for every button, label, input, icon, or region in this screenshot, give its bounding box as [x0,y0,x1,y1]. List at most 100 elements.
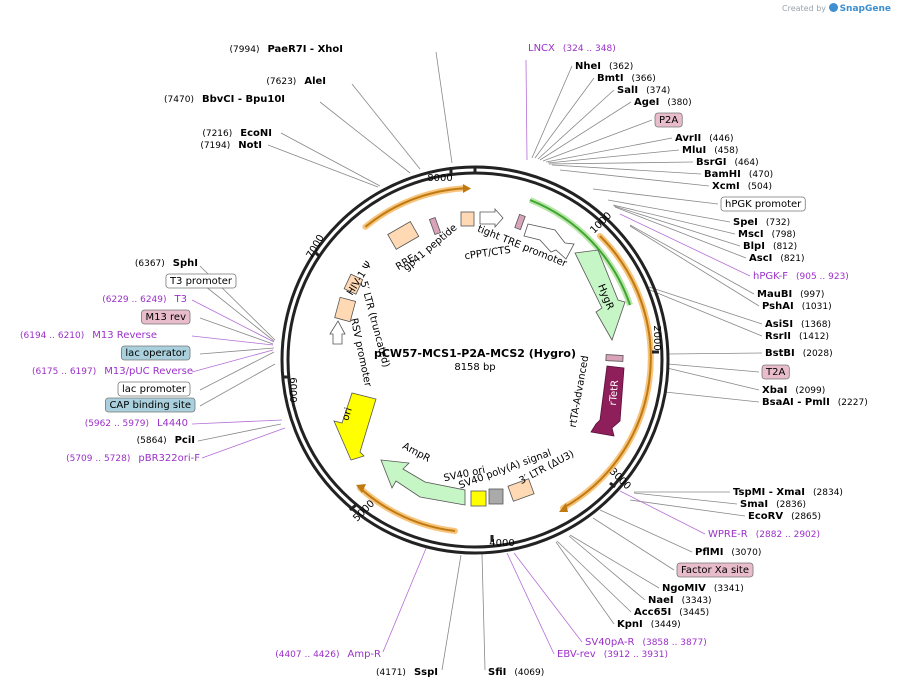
feature-tag-t2a: T2A [765,367,785,378]
feature-ori-arrow [333,392,377,461]
feature-tag-factor-xa-site: Factor Xa site [681,565,749,576]
primer-l4440: L4440 [157,418,188,429]
leader-line [506,552,555,655]
leader-line [351,83,421,170]
enzyme-coord: (4171) [376,668,406,678]
leader-line [548,161,694,165]
leader-line [592,517,675,571]
primer-wpre-r: WPRE-R [708,529,748,540]
enzyme-site-pcii: PciI [175,435,195,446]
primer-pbr322ori-f: pBR322ori-F [138,453,200,464]
leader-line [612,204,736,235]
feature-tag-p2a: P2A [659,115,678,126]
primer-coord: (905 .. 923) [796,272,849,282]
leader-line [199,317,274,345]
feature-sv40ori-box [488,488,504,505]
brand-prefix: Created by [782,4,827,13]
center-title: pCW57-MCS1-P2A-MCS2 (Hygro) 8158 bp [374,347,576,373]
primer-coord: (6175 .. 6197) [32,367,96,377]
enzyme-coord: (1412) [799,332,829,342]
enzyme-coord: (1031) [802,302,832,312]
enzyme-coord: (3341) [714,584,744,594]
enzyme-site-sfii: SfiI [488,667,506,678]
feature-tag-t3-promoter: T3 promoter [169,276,233,287]
feature-label-rsv-promoter: RSV promoter [348,317,373,388]
feature-tag-hpgk-promoter: hPGK promoter [725,199,802,210]
leader-line [551,164,702,175]
enzyme-coord: (2028) [803,349,833,359]
feature-tag-box [121,345,191,361]
enzyme-coord: (7470) [164,95,194,105]
feature-tag-cap-binding-site: CAP binding site [109,400,191,411]
leader-line [666,367,760,391]
enzyme-site-pflmi: PflMI [695,547,723,558]
enzyme-site-xbai: XbaI [762,385,787,396]
enzyme-site-mlui: MluI [682,145,706,156]
leader-line [559,169,710,187]
leader-line [435,51,453,164]
enzyme-coord: (380) [667,98,691,108]
enzyme-coord: (458) [714,146,738,156]
enzyme-coord: (2227) [838,398,868,408]
leader-line [555,541,615,625]
leader-line [191,419,283,425]
enzyme-coord: (1368) [801,320,831,330]
feature-rsv-arrow [329,320,346,345]
feature-tag-box [676,562,754,578]
enzyme-site-maubi: MauBI [757,289,792,300]
leader-line [619,490,706,535]
enzyme-site-econi: EcoNI [240,128,272,139]
enzyme-coord: (812) [773,242,797,252]
brand-name: SnapGene [839,4,891,14]
primer-amp-r: Amp-R [348,649,382,660]
leader-line [531,65,573,159]
enzyme-coord: (732) [766,218,790,228]
feature-tag-m13-rev: M13 rev [146,312,187,323]
enzyme-coord: (2099) [795,386,825,396]
leader-line [201,427,286,459]
leader-line [664,391,760,403]
enzyme-coord: (2865) [791,512,821,522]
leader-line [191,349,274,373]
leader-line [199,351,275,391]
primer-coord: (5962 .. 5979) [85,419,149,429]
leader-line [319,101,411,174]
primer-t3: T3 [174,294,187,305]
leader-line [539,101,632,161]
primer-coord: (324 .. 348) [563,44,616,54]
enzyme-coord: (362) [609,62,633,72]
feature-p2a-box [514,213,526,231]
primer-m13-puc-reverse: M13/pUC Reverse [104,366,193,377]
feature-cppt-box [460,211,475,227]
feature-tag-box [654,112,683,128]
enzyme-site-msci: MscI [738,229,764,240]
ruler-tick-label: 7000 [305,233,327,261]
feature-tre-arrow [479,207,504,229]
leader-line [534,77,595,159]
leader-line [592,188,719,205]
primer-coord: (4407 .. 4426) [275,650,339,660]
primer-coord: (6194 .. 6210) [20,331,84,341]
primer-coord: (2882 .. 2902) [756,530,820,540]
left-label-column: PaeR7I - XhoI(7994)AleI(7623)BbvCI - Bpu… [20,44,438,678]
enzyme-coord: (470) [749,170,773,180]
feature-gp41-box [428,216,442,236]
feature-label-rtetr: rTetR [608,380,621,406]
enzyme-site-kpni: KpnI [617,619,643,630]
plasmid-name: pCW57-MCS1-P2A-MCS2 (Hygro) [374,347,576,360]
leader-line [629,225,760,307]
primer-coord: (6229 .. 6249) [102,295,166,305]
leader-line [197,423,282,442]
ruler-tick [349,503,357,512]
leader-line [545,137,673,163]
enzyme-site-pshai: PshAI [762,301,794,312]
leader-line [513,552,583,643]
enzyme-coord: (464) [734,158,758,168]
enzyme-site-acc65i: Acc65I [634,607,671,618]
enzyme-coord: (7216) [202,129,232,139]
enzyme-site-naei: NaeI [648,595,674,606]
primer-coord: (5709 .. 5728) [66,454,130,464]
leader-line [629,224,755,295]
feature-rre-box [387,221,420,250]
